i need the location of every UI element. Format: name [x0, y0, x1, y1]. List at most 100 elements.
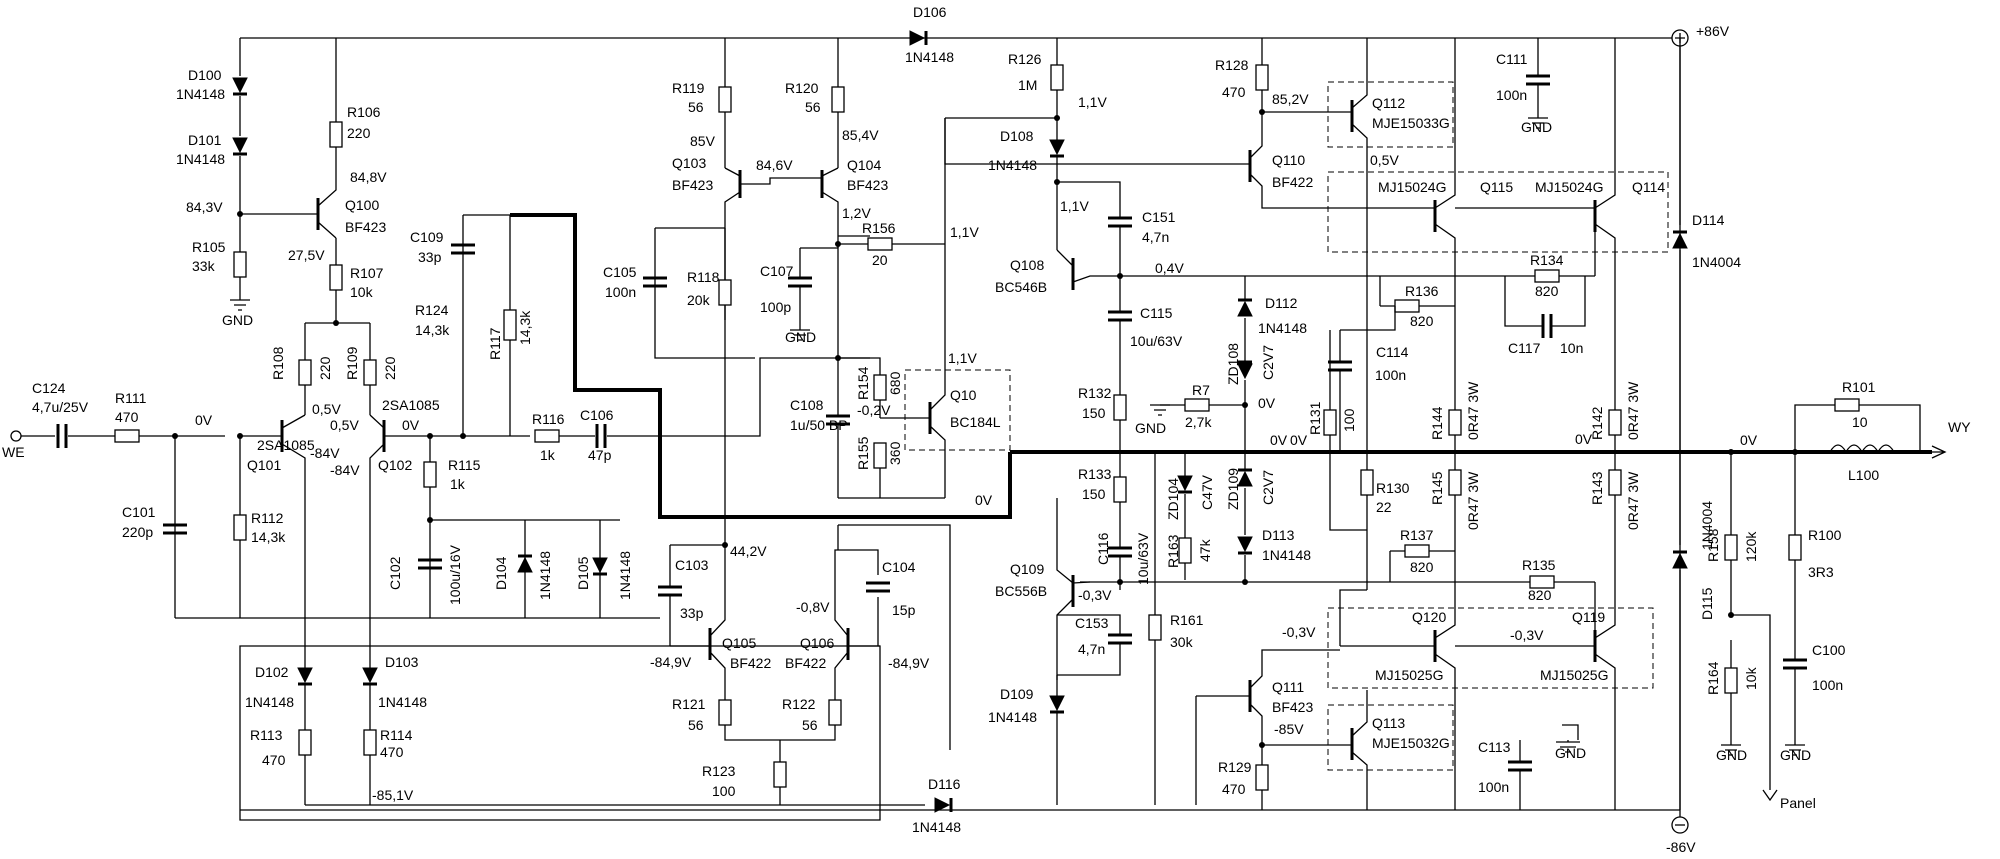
c108-value: 1u/50 BP: [790, 417, 848, 433]
r126-label: R126: [1008, 51, 1042, 67]
d102-label: D102: [255, 664, 289, 680]
q103-label: Q103: [672, 155, 706, 171]
transistor-q102: Q102 2SA1085 -84V 0V: [330, 397, 440, 640]
q102-label: Q102: [378, 457, 412, 473]
r155-label: R155: [855, 436, 871, 470]
r129-value: 470: [1222, 781, 1246, 797]
panel-label: Panel: [1780, 795, 1816, 811]
r118-label: R118: [687, 269, 720, 285]
c114-value: 100n: [1375, 367, 1406, 383]
c103-label: C103: [675, 557, 709, 573]
q120-label: Q120: [1412, 609, 1446, 625]
r114-label: R114: [380, 727, 413, 743]
d104-label: D104: [493, 556, 509, 590]
q103-type: BF423: [672, 177, 713, 193]
gnd-c111: GND: [1521, 119, 1552, 135]
r130-value: 22: [1376, 499, 1392, 515]
v-0-3-c: -0,3V: [1510, 627, 1544, 643]
r143-value: 0R47 3W: [1625, 471, 1641, 530]
r118-value: 20k: [687, 292, 711, 308]
r144-value: 0R47 3W: [1465, 381, 1481, 440]
c111-value: 100n: [1496, 87, 1527, 103]
q10-label: Q10: [950, 387, 977, 403]
zd108-label: ZD108: [1225, 343, 1241, 385]
v-0-3-a: -0,3V: [1078, 587, 1112, 603]
r158-value: 120k: [1743, 531, 1759, 562]
c108-label: C108: [790, 397, 824, 413]
d109-value: 1N4148: [988, 709, 1037, 725]
q114-label: Q114: [1632, 179, 1665, 195]
q112-type: MJE15033G: [1372, 115, 1450, 131]
q102-type: 2SA1085: [382, 397, 440, 413]
r115-label: R115: [448, 457, 481, 473]
q111-label: Q111: [1272, 679, 1304, 695]
zd109-value: C2V7: [1260, 470, 1276, 505]
q105-type: BF422: [730, 655, 771, 671]
v-0-5-b: 0,5V: [330, 417, 359, 433]
r108-value: 220: [317, 356, 333, 380]
c107-value: 100p: [760, 299, 791, 315]
d103-value: 1N4148: [378, 694, 427, 710]
input-terminal: WE: [2, 430, 25, 460]
v-85-2: 85,2V: [1272, 91, 1309, 107]
r135-label: R135: [1522, 557, 1556, 573]
v-85-1: -85,1V: [372, 787, 414, 803]
gnd-c100: GND: [1780, 747, 1811, 763]
r122-label: R122: [782, 696, 816, 712]
v-84-8: 84,8V: [350, 169, 387, 185]
q113-type: MJE15032G: [1372, 735, 1450, 751]
r117-label: R117: [487, 327, 503, 360]
r133-value: 150: [1082, 486, 1106, 502]
v-mid-0v: 0V: [975, 492, 993, 508]
q10-type: BC184L: [950, 414, 1001, 430]
r136-value: 820: [1410, 313, 1434, 329]
r142-label: R142: [1589, 406, 1605, 440]
d101-label: D101: [188, 132, 222, 148]
c102-label: C102: [387, 556, 403, 590]
r109-value: 220: [382, 356, 398, 380]
d100-label: D100: [188, 67, 222, 83]
c116-label: C116: [1095, 532, 1111, 565]
c111-label: C111: [1496, 51, 1528, 67]
r134-value: 820: [1535, 283, 1559, 299]
r121-label: R121: [672, 696, 706, 712]
gnd-c113: GND: [1555, 745, 1586, 761]
c109-value: 33p: [418, 249, 442, 265]
c117-label: C117: [1508, 340, 1541, 356]
transistor-q100: Q100 BF423: [316, 38, 386, 239]
d112-value: 1N4148: [1258, 320, 1307, 336]
r133-label: R133: [1078, 466, 1112, 482]
c115-label: C115: [1140, 305, 1173, 321]
d112-label: D112: [1265, 295, 1298, 311]
d106-label: D106: [913, 4, 947, 20]
v-1-1-a: 1,1V: [950, 224, 979, 240]
v-fb-0v: 0V: [402, 417, 420, 433]
r107-value: 10k: [350, 284, 374, 300]
r112-label: R112: [251, 510, 284, 526]
q110-type: BF422: [1272, 174, 1313, 190]
c104-label: C104: [882, 559, 916, 575]
c104-value: 15p: [892, 602, 916, 618]
d115-value: 1N4004: [1699, 501, 1715, 550]
r114-value: 470: [380, 744, 404, 760]
negative-rail: -86V: [240, 809, 1696, 855]
q115-type: MJ15024G: [1378, 179, 1446, 195]
r163-label: R163: [1165, 534, 1181, 568]
r119-value: 56: [688, 99, 704, 115]
r145-label: R145: [1429, 471, 1445, 505]
d116-value: 1N4148: [912, 819, 961, 835]
c113-label: C113: [1478, 739, 1511, 755]
c151-label: C151: [1142, 209, 1176, 225]
r116-label: R116: [532, 411, 565, 427]
r128-value: 470: [1222, 84, 1246, 100]
zd104-label: ZD104: [1165, 478, 1181, 520]
transistor-q112: Q112 MJE15033G 0,5V: [1327, 38, 1454, 590]
v-1-1-b: 1,1V: [948, 350, 977, 366]
r112-value: 14,3k: [251, 529, 286, 545]
r161-label: R161: [1170, 612, 1204, 628]
r143-label: R143: [1589, 471, 1605, 505]
c117-value: 10n: [1560, 340, 1583, 356]
c105-label: C105: [603, 264, 637, 280]
c107-label: C107: [760, 263, 794, 279]
